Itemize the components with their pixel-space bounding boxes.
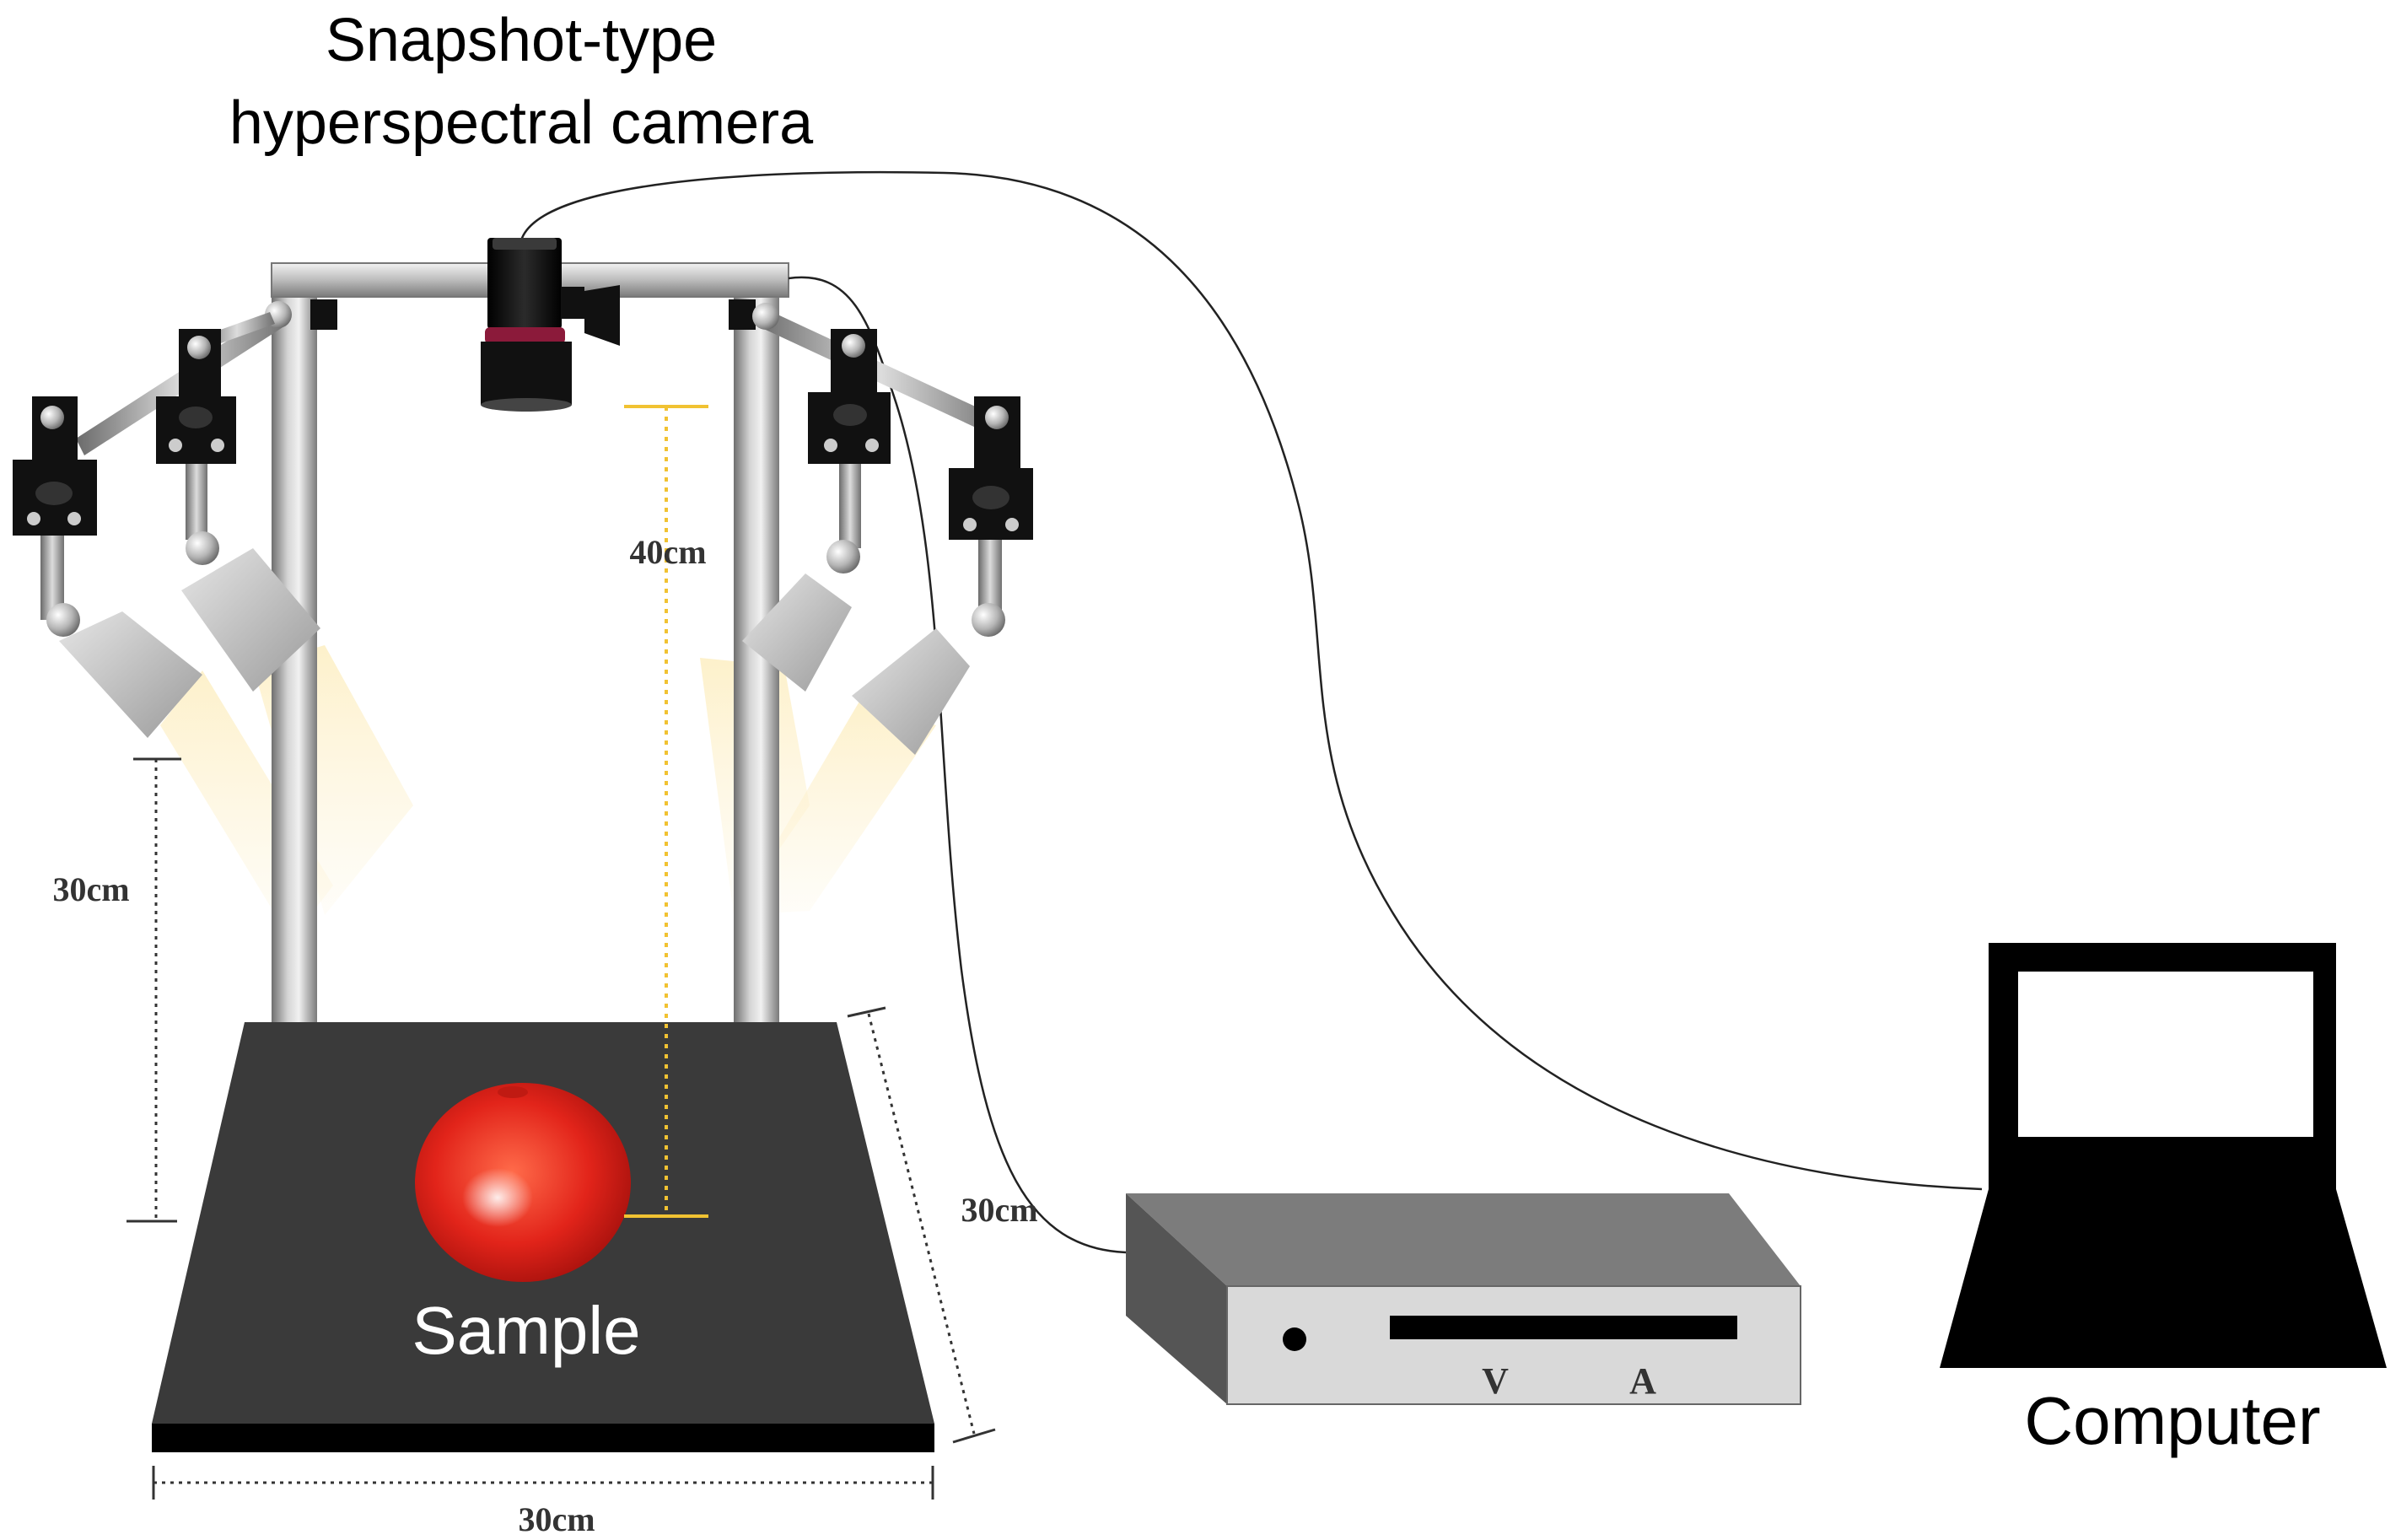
right-joint-ball-top [752,303,779,330]
camera-label-line2: hyperspectral camera [229,89,814,157]
left-lamp-outer [59,611,202,738]
controller-slot [1390,1316,1737,1339]
left-lamp-ball-outer [46,603,80,637]
right-bracket-inner [808,392,891,464]
right-lamp-outer [852,628,970,755]
dim-30cm-depth-cap-bottom [952,1428,996,1444]
tomato-stem-mark [498,1086,528,1098]
right-bracket-inner-screw [824,439,837,452]
camera-lens-rim [481,398,572,412]
tomato-shine [462,1168,533,1227]
camera-to-computer-cable [519,170,1983,1191]
computer [1940,943,2387,1368]
camera-side-plug [584,285,620,346]
right-bracket-inner-screw-2 [865,439,879,452]
dim-30cm-left-label: 30cm [52,870,129,908]
left-light-assembly [13,301,320,738]
camera-label-line1: Snapshot-type [326,7,717,74]
dimension-lines [127,405,996,1500]
controller-power-button [1283,1327,1306,1351]
left-joint-ball-inner [187,336,211,359]
right-joint-ball-inner [842,334,865,358]
frame-right-clamp [729,299,756,330]
left-rod-inner [186,464,207,540]
left-joint-ball-outer [40,406,64,429]
dim-30cm-depth-label: 30cm [961,1191,1037,1229]
sample-label: Sample [412,1293,640,1368]
camera-lens-band [485,327,565,344]
right-rod-inner [839,464,861,548]
left-bracket-inner-knob [179,407,213,428]
controller-a-label: A [1629,1360,1656,1402]
text-labels: Snapshot-type hyperspectral camera 40cm … [52,7,2320,1538]
camera-side-connector [561,287,584,319]
light-beam-right-outer [734,700,936,915]
hyperspectral-camera [481,238,620,412]
camera-lens [481,342,572,405]
right-upper-arm [755,308,1008,439]
computer-label: Computer [2024,1383,2320,1458]
right-lamp-inner [742,573,852,692]
right-bracket-outer-screw-2 [1005,518,1019,531]
computer-base [1940,1189,2387,1368]
camera-body [487,238,562,329]
left-bracket-outer-knob [35,482,73,505]
right-bracket-outer-screw [963,518,977,531]
light-controller [1126,1193,1801,1405]
right-joint-ball-outer [985,406,1009,429]
right-bracket-inner-knob [833,404,867,426]
right-bracket-outer-knob [972,486,1009,509]
controller-front [1226,1285,1801,1405]
left-bracket-inner-screw [169,439,182,452]
right-light-assembly [742,303,1033,755]
camera-top-cap [493,238,557,250]
left-lamp-inner [181,548,320,692]
platform-front-edge [152,1424,934,1452]
dim-30cm-width-label: 30cm [518,1500,595,1538]
left-lamp-ball-inner [186,531,219,565]
frame-left-clamp [310,299,337,330]
controller-v-label: V [1482,1360,1509,1402]
dim-30cm-depth-cap-top [847,1006,886,1018]
right-lamp-ball-inner [826,540,860,573]
right-lamp-ball-outer [972,603,1005,637]
left-bracket-inner-screw-2 [211,439,224,452]
left-bracket-outer-screw-2 [67,512,81,525]
dim-40cm-label: 40cm [629,533,706,571]
tomato-sample [415,1083,631,1282]
computer-screen [2018,972,2313,1137]
left-bracket-outer-screw [27,512,40,525]
controller-top [1126,1193,1801,1286]
controller-side [1126,1193,1227,1404]
left-bracket-inner [156,396,236,464]
